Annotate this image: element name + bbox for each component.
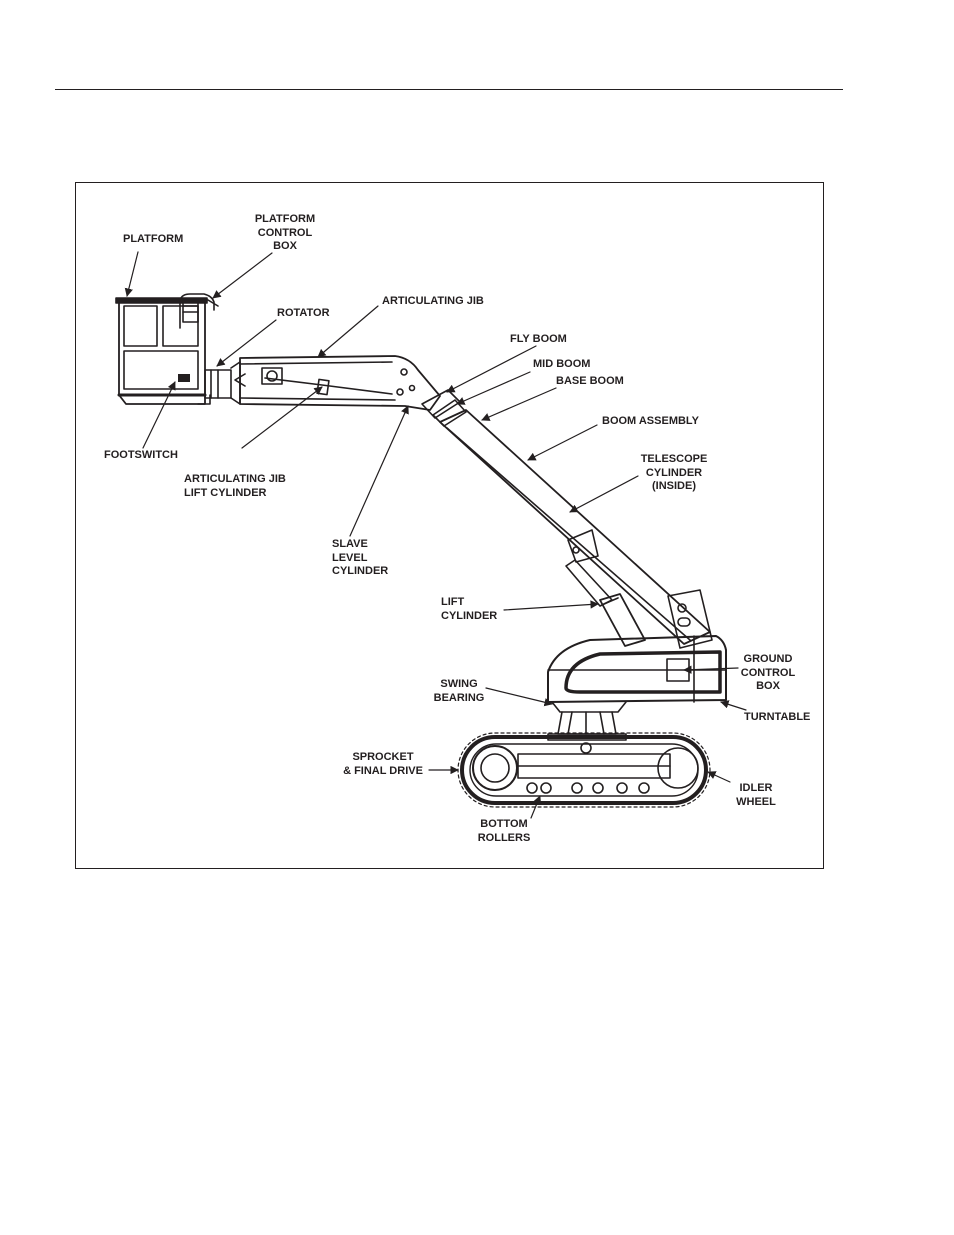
label-articulating-jib: ARTICULATING JIB	[382, 295, 484, 309]
label-base-boom: BASE BOOM	[556, 375, 624, 389]
label-idler-wheel: IDLER WHEEL	[730, 782, 782, 809]
label-slave-level-cylinder: SLAVE LEVEL CYLINDER	[332, 538, 388, 579]
jib-drawing	[235, 356, 440, 410]
label-fly-boom: FLY BOOM	[510, 333, 567, 347]
label-bottom-rollers: BOTTOM ROLLERS	[470, 818, 538, 845]
label-lift-cylinder: LIFT CYLINDER	[441, 596, 497, 623]
track-drawing	[458, 733, 710, 807]
rotator-drawing	[205, 362, 240, 404]
turntable-drawing	[548, 636, 726, 740]
label-telescope-cylinder: TELESCOPE CYLINDER (INSIDE)	[634, 453, 714, 494]
label-turntable: TURNTABLE	[744, 711, 810, 725]
label-mid-boom: MID BOOM	[533, 358, 590, 372]
label-boom-assembly: BOOM ASSEMBLY	[602, 415, 699, 429]
label-swing-bearing: SWING BEARING	[426, 678, 492, 705]
label-jib-lift-cylinder: ARTICULATING JIB LIFT CYLINDER	[184, 473, 286, 500]
platform-drawing	[116, 294, 218, 404]
label-footswitch: FOOTSWITCH	[104, 449, 178, 463]
label-ground-control-box: GROUND CONTROL BOX	[736, 653, 800, 694]
label-sprocket-final-drive: SPROCKET & FINAL DRIVE	[334, 751, 432, 778]
label-platform-control-box: PLATFORM CONTROL BOX	[250, 213, 320, 254]
label-platform: PLATFORM	[123, 233, 183, 247]
label-rotator: ROTATOR	[277, 307, 330, 321]
